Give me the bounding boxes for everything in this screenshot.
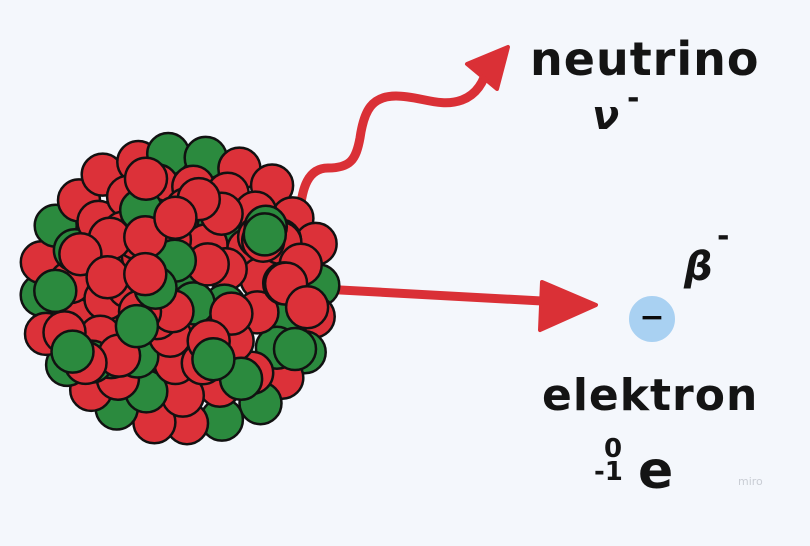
neutron-ball xyxy=(191,336,236,382)
neutron-ball xyxy=(50,329,95,374)
proton-ball xyxy=(284,285,330,330)
neutron-ball xyxy=(33,268,78,314)
neutrino-symbol: ν xyxy=(592,93,620,139)
electron-arrowhead xyxy=(538,280,598,332)
miro-watermark: miro xyxy=(738,475,763,488)
electron-particle xyxy=(629,296,675,342)
electron-symbol: e xyxy=(638,441,674,501)
electron-mass-number: 0 xyxy=(604,434,623,464)
electron-label: elektron xyxy=(542,370,759,421)
beta-symbol: β xyxy=(684,244,713,290)
proton-ball xyxy=(123,251,168,297)
neutron-ball xyxy=(242,212,288,257)
neutrino-label: neutrino xyxy=(530,32,760,86)
electron-charge-sign: − xyxy=(639,300,665,335)
proton-ball xyxy=(153,195,198,240)
neutrino-charge: - xyxy=(627,81,640,116)
neutrino-arrowhead xyxy=(465,45,510,91)
electron-charge-number: -1 xyxy=(594,457,623,487)
nucleus xyxy=(19,131,341,446)
neutron-ball xyxy=(272,326,318,372)
beta-charge: - xyxy=(717,219,730,254)
electron-arrow-shaft xyxy=(317,284,565,307)
neutron-ball xyxy=(114,303,160,349)
proton-ball xyxy=(123,156,169,202)
proton-ball xyxy=(85,255,130,300)
neutrino-arrow-shaft xyxy=(295,59,493,217)
